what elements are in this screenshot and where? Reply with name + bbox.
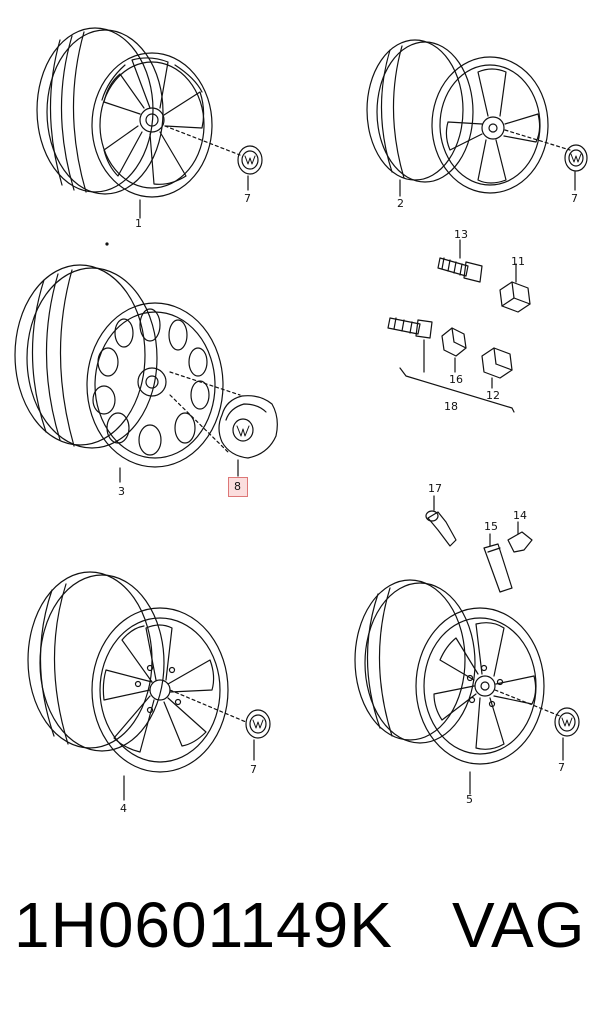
set-18-bracket — [400, 368, 514, 412]
label-cap-7-c: 7 — [250, 763, 257, 776]
label-set-18: 18 — [444, 400, 458, 413]
label-wheel-4: 4 — [120, 802, 127, 815]
center-cap-d — [555, 708, 579, 760]
label-bolt-16: 16 — [449, 373, 463, 386]
label-wheel-3: 3 — [118, 485, 125, 498]
label-wheel-1: 1 — [135, 217, 142, 230]
weight-15-drawing — [484, 534, 512, 592]
label-weight-14: 14 — [513, 509, 527, 522]
wheel-4-drawing — [28, 572, 246, 800]
wheel-2-drawing — [367, 40, 570, 196]
part-number-text: 1H0601149K — [14, 889, 393, 961]
label-nut-12: 12 — [486, 389, 500, 402]
nut-11-drawing — [500, 264, 530, 312]
wheel-parts-drawing — [0, 0, 600, 860]
weight-14-drawing — [508, 522, 532, 552]
wheel-1-drawing — [37, 28, 240, 218]
highlight-box-8 — [228, 477, 248, 497]
wheel-5-drawing — [355, 580, 560, 794]
parts-diagram: 1 7 2 7 3 8 13 11 16 12 18 17 15 14 4 7 … — [0, 0, 600, 860]
label-bolt-13: 13 — [454, 228, 468, 241]
label-nut-11: 11 — [511, 255, 525, 268]
label-weight-15: 15 — [484, 520, 498, 533]
center-cap-a — [238, 146, 262, 190]
center-cap-b — [565, 145, 587, 190]
brand-text: VAG — [452, 889, 586, 961]
valve-17-drawing — [426, 496, 456, 546]
label-valve-17: 17 — [428, 482, 442, 495]
center-cap-c — [246, 710, 270, 760]
label-cap-7-b: 7 — [571, 192, 578, 205]
bolt-13-drawing — [438, 240, 482, 282]
label-cap-7-a: 7 — [244, 192, 251, 205]
wheel-3-drawing — [15, 265, 240, 482]
label-wheel-5: 5 — [466, 793, 473, 806]
footer-caption: 1H0601149K VAG — [0, 888, 600, 978]
label-hub-cap-8: 8 — [234, 480, 241, 493]
hub-cap-8-drawing — [219, 396, 277, 476]
nut-16-drawing — [442, 328, 466, 372]
label-cap-7-d: 7 — [558, 761, 565, 774]
bolt-16-long-drawing — [388, 318, 432, 372]
label-wheel-2: 2 — [397, 197, 404, 210]
nut-12-drawing — [482, 348, 512, 388]
